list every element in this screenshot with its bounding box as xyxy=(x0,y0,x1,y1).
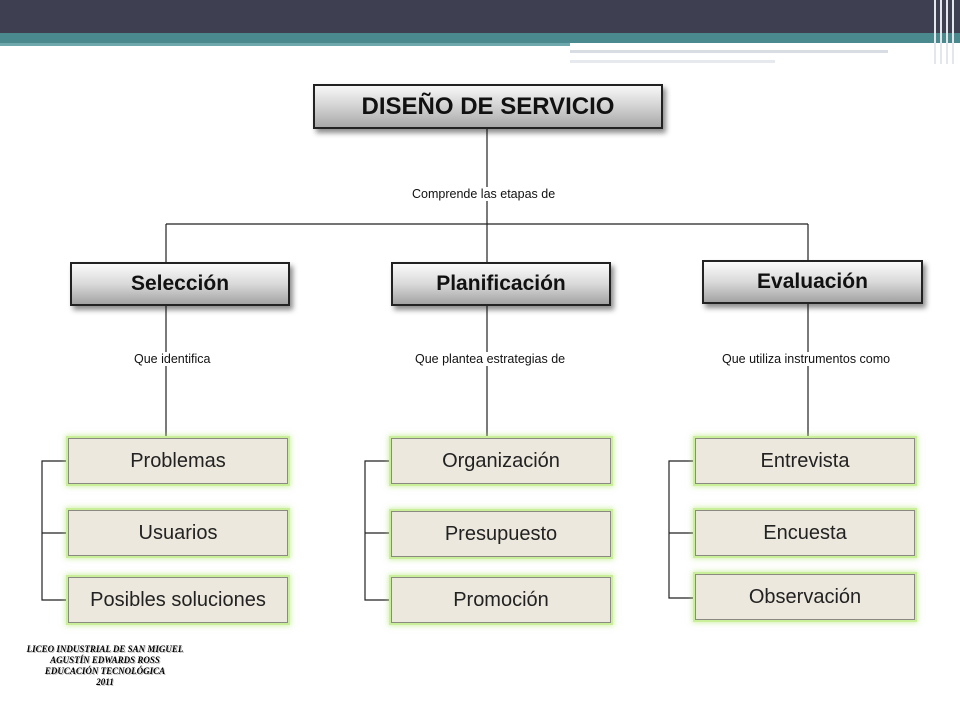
header-bar xyxy=(0,0,960,33)
item-problemas: Problemas xyxy=(68,438,288,484)
stage-evaluacion: Evaluación xyxy=(702,260,923,304)
stage-planificacion: Planificación xyxy=(391,262,611,306)
bracket-planificacion xyxy=(364,460,391,601)
footer-subject: EDUCACIÓN TECNOLÓGICA xyxy=(44,666,166,676)
bracket-seleccion xyxy=(41,460,68,601)
connector-label-planificacion: Que plantea estrategias de xyxy=(413,352,568,366)
footer-year: 2011 xyxy=(96,677,114,687)
accent-stripe xyxy=(0,33,960,43)
item-promocion: Promoción xyxy=(391,577,611,623)
footer-credits: LICEO INDUSTRIAL DE SAN MIGUEL AGUSTÍN E… xyxy=(10,644,200,688)
decorative-vertical-lines xyxy=(930,0,960,64)
diagram-title: DISEÑO DE SERVICIO xyxy=(313,84,663,129)
item-presupuesto: Presupuesto xyxy=(391,511,611,557)
item-observacion: Observación xyxy=(695,574,915,620)
footer-school-name: AGUSTÍN EDWARDS ROSS xyxy=(50,655,160,665)
decorative-rule xyxy=(570,60,775,63)
connector-label-title: Comprende las etapas de xyxy=(410,187,558,201)
connector-label-evaluacion: Que utiliza instrumentos como xyxy=(720,352,893,366)
bracket-evaluacion xyxy=(668,460,695,599)
item-posibles-soluciones: Posibles soluciones xyxy=(68,577,288,623)
connector-label-seleccion: Que identifica xyxy=(132,352,213,366)
item-organizacion: Organización xyxy=(391,438,611,484)
footer-school: LICEO INDUSTRIAL DE SAN MIGUEL xyxy=(26,644,184,654)
item-encuesta: Encuesta xyxy=(695,510,915,556)
item-entrevista: Entrevista xyxy=(695,438,915,484)
decorative-rule xyxy=(570,50,888,53)
accent-stripe-light xyxy=(0,43,570,46)
item-usuarios: Usuarios xyxy=(68,510,288,556)
stage-seleccion: Selección xyxy=(70,262,290,306)
